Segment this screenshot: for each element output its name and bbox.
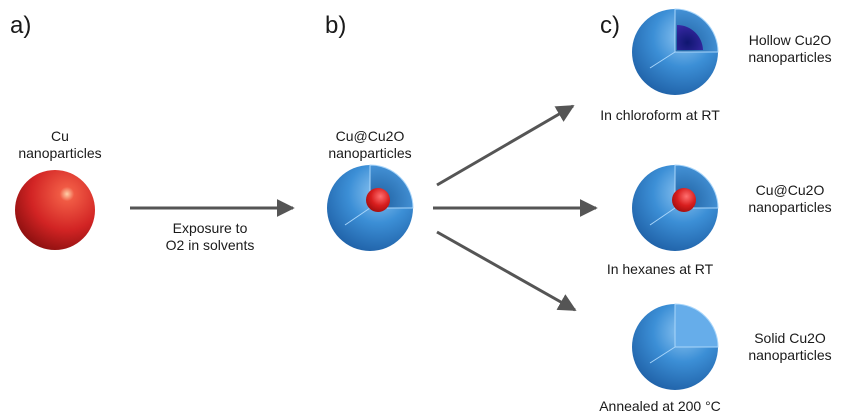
hexanes-label: In hexanes at RT	[606, 261, 714, 277]
core-shell-b-line1: Cu@Cu2O	[335, 128, 405, 144]
core-shell-b-label: Cu@Cu2O nanoparticles	[315, 128, 425, 162]
hollow-particle	[632, 8, 719, 95]
panel-label-c: c)	[600, 12, 620, 39]
solid-line2: nanoparticles	[748, 347, 832, 363]
solid-line1: Solid Cu2O	[754, 330, 826, 346]
core-shell-b-line2: nanoparticles	[328, 145, 412, 161]
panel-label-b: b)	[325, 12, 347, 39]
annealed-label: Annealed at 200 °C	[599, 398, 721, 414]
core-shell-particle-c	[632, 164, 719, 251]
core-shell-c-line1: Cu@Cu2O	[755, 182, 825, 198]
hollow-label: Hollow Cu2O nanoparticles	[735, 32, 845, 66]
arrow-annealed	[436, 230, 577, 312]
cu-label-line2: nanoparticles	[18, 145, 102, 161]
hollow-line2: nanoparticles	[748, 49, 832, 65]
chloroform-label: In chloroform at RT	[600, 107, 720, 123]
exposure-line1: Exposure to	[172, 220, 248, 236]
core-shell-c-label: Cu@Cu2O nanoparticles	[735, 182, 845, 216]
hollow-line1: Hollow Cu2O	[748, 32, 832, 48]
core-shell-particle-b	[327, 164, 414, 251]
exposure-label: Exposure to O2 in solvents	[135, 220, 285, 254]
exposure-line2: O2 in solvents	[165, 237, 255, 253]
solid-particle	[632, 303, 719, 390]
arrow-chloroform	[436, 104, 575, 187]
solid-label: Solid Cu2O nanoparticles	[735, 330, 845, 364]
cu-nanoparticle	[15, 170, 95, 250]
cu-nanoparticles-label: Cu nanoparticles	[5, 128, 115, 162]
core-shell-c-line2: nanoparticles	[748, 199, 832, 215]
cu-label-line1: Cu	[51, 128, 69, 144]
panel-label-a: a)	[10, 12, 32, 39]
